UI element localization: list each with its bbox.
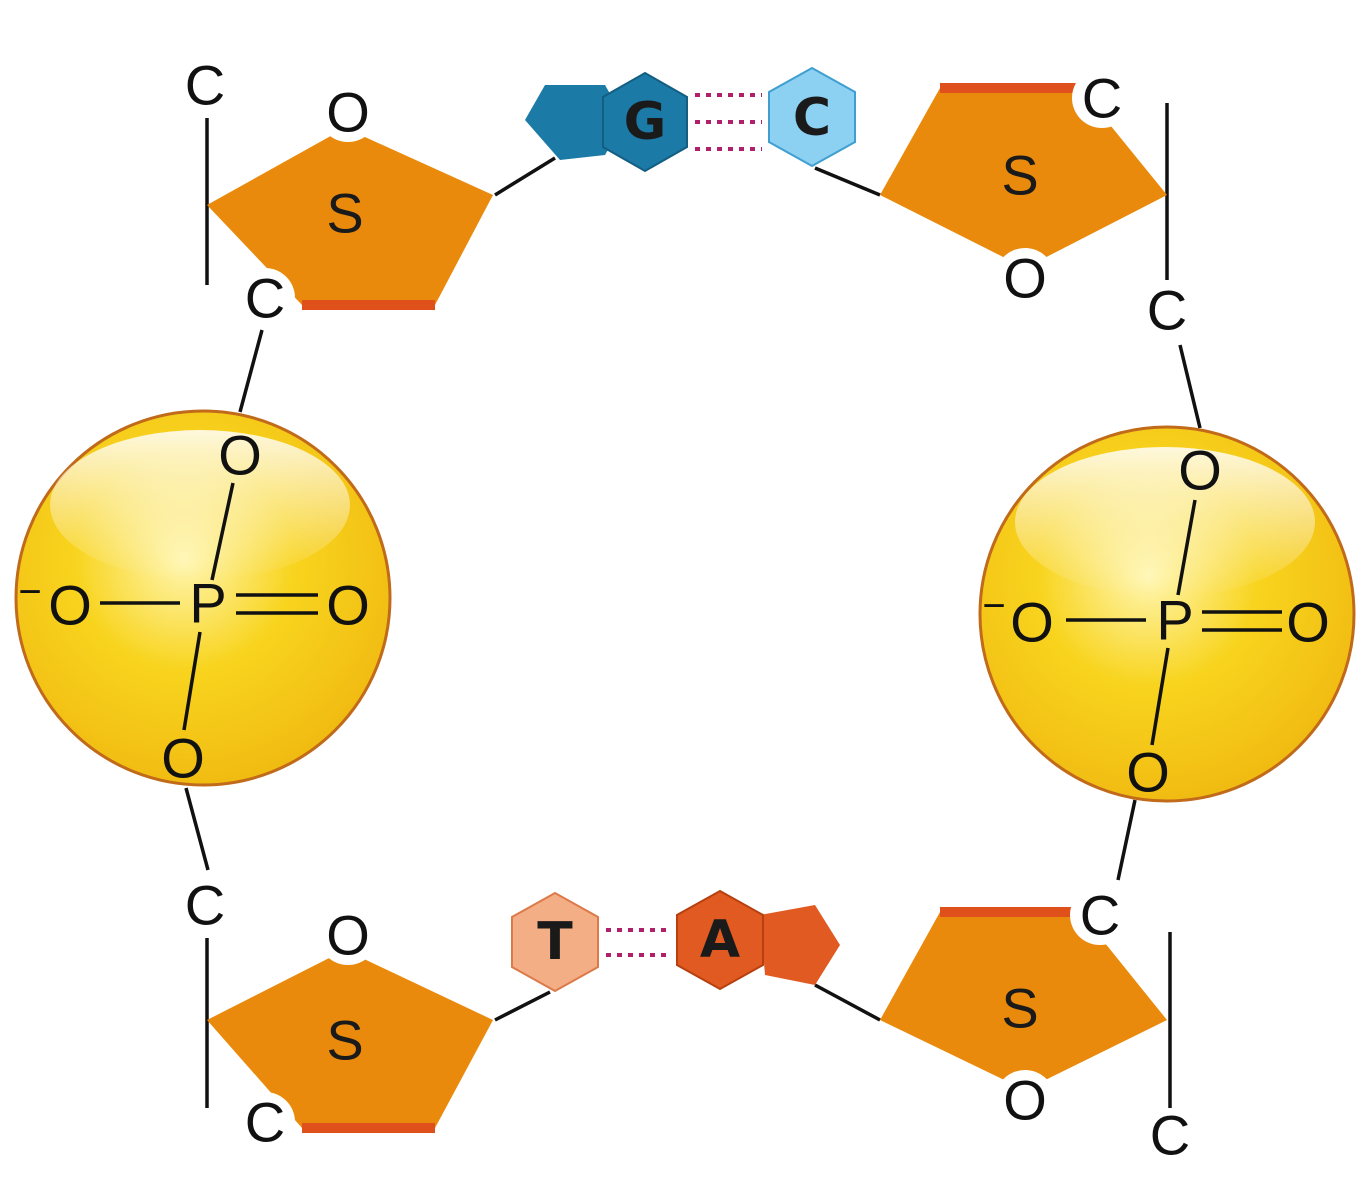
bond-cytosine-sugar xyxy=(814,166,881,197)
adenine-label: A xyxy=(700,910,740,970)
oxygen-atom: O xyxy=(1178,439,1222,502)
oxygen-atom: O xyxy=(218,424,262,487)
carbon-atom: C xyxy=(185,874,225,937)
phosphate-right: O P O − O O xyxy=(978,425,1356,804)
sugar-bottom-left: S xyxy=(207,950,493,1133)
phosphorus-atom: P xyxy=(189,572,226,635)
oxygen-atom: O xyxy=(326,904,370,967)
thymine-label: T xyxy=(537,912,573,972)
oxygen-atom: O xyxy=(1126,741,1170,804)
guanine-label: G xyxy=(624,92,667,152)
bond-sugar-thymine xyxy=(494,990,551,1022)
phosphate-left: O P O − O O xyxy=(14,409,392,790)
sugar-top-left: S xyxy=(207,128,493,310)
negative-charge: − xyxy=(18,570,41,614)
carbon-atom: C xyxy=(1082,67,1122,130)
sugar-label: S xyxy=(326,182,363,245)
bond-sugar-phosphate-left-bottom xyxy=(184,787,210,871)
bond-adenine-sugar xyxy=(814,983,881,1022)
adenine-base: A xyxy=(676,889,840,991)
carbon-atom: C xyxy=(245,267,285,330)
cytosine-base: C xyxy=(768,66,856,168)
oxygen-atom: O xyxy=(1003,247,1047,310)
oxygen-atom: O xyxy=(161,727,205,790)
carbon-atom: C xyxy=(245,1091,285,1154)
oxygen-atom: O xyxy=(326,81,370,144)
hydrogen-bonds-ta xyxy=(606,928,670,957)
oxygen-atom: O xyxy=(1010,591,1054,654)
carbon-atom: C xyxy=(1147,279,1187,342)
oxygen-atom: O xyxy=(326,574,370,637)
atom-labels: C O C C O C C O C C O C xyxy=(185,54,1190,1167)
negative-charge: − xyxy=(982,584,1005,628)
oxygen-atom: O xyxy=(1003,1069,1047,1132)
cytosine-label: C xyxy=(793,88,831,148)
sugar-label: S xyxy=(1001,977,1038,1040)
sugar-bottom-right: S xyxy=(880,907,1167,1090)
carbon-atom: C xyxy=(185,54,225,117)
sugar-top-right: S xyxy=(880,83,1167,268)
bond-sugar-phosphate-right-top xyxy=(1178,344,1202,429)
hydrogen-bonds-gc xyxy=(695,93,762,151)
oxygen-atom: O xyxy=(48,574,92,637)
carbon-atom: C xyxy=(1080,884,1120,947)
sugar-label: S xyxy=(1001,144,1038,207)
bond-sugar-guanine xyxy=(494,156,556,197)
bond-sugar-phosphate-right-bottom xyxy=(1116,799,1137,881)
thymine-base: T xyxy=(511,891,599,993)
oxygen-atom: O xyxy=(1286,591,1330,654)
bond-sugar-phosphate-left-top xyxy=(238,329,264,413)
phosphorus-atom: P xyxy=(1156,589,1193,652)
sugar-label: S xyxy=(326,1009,363,1072)
carbon-atom: C xyxy=(1150,1104,1190,1167)
guanine-base: G xyxy=(525,71,688,173)
